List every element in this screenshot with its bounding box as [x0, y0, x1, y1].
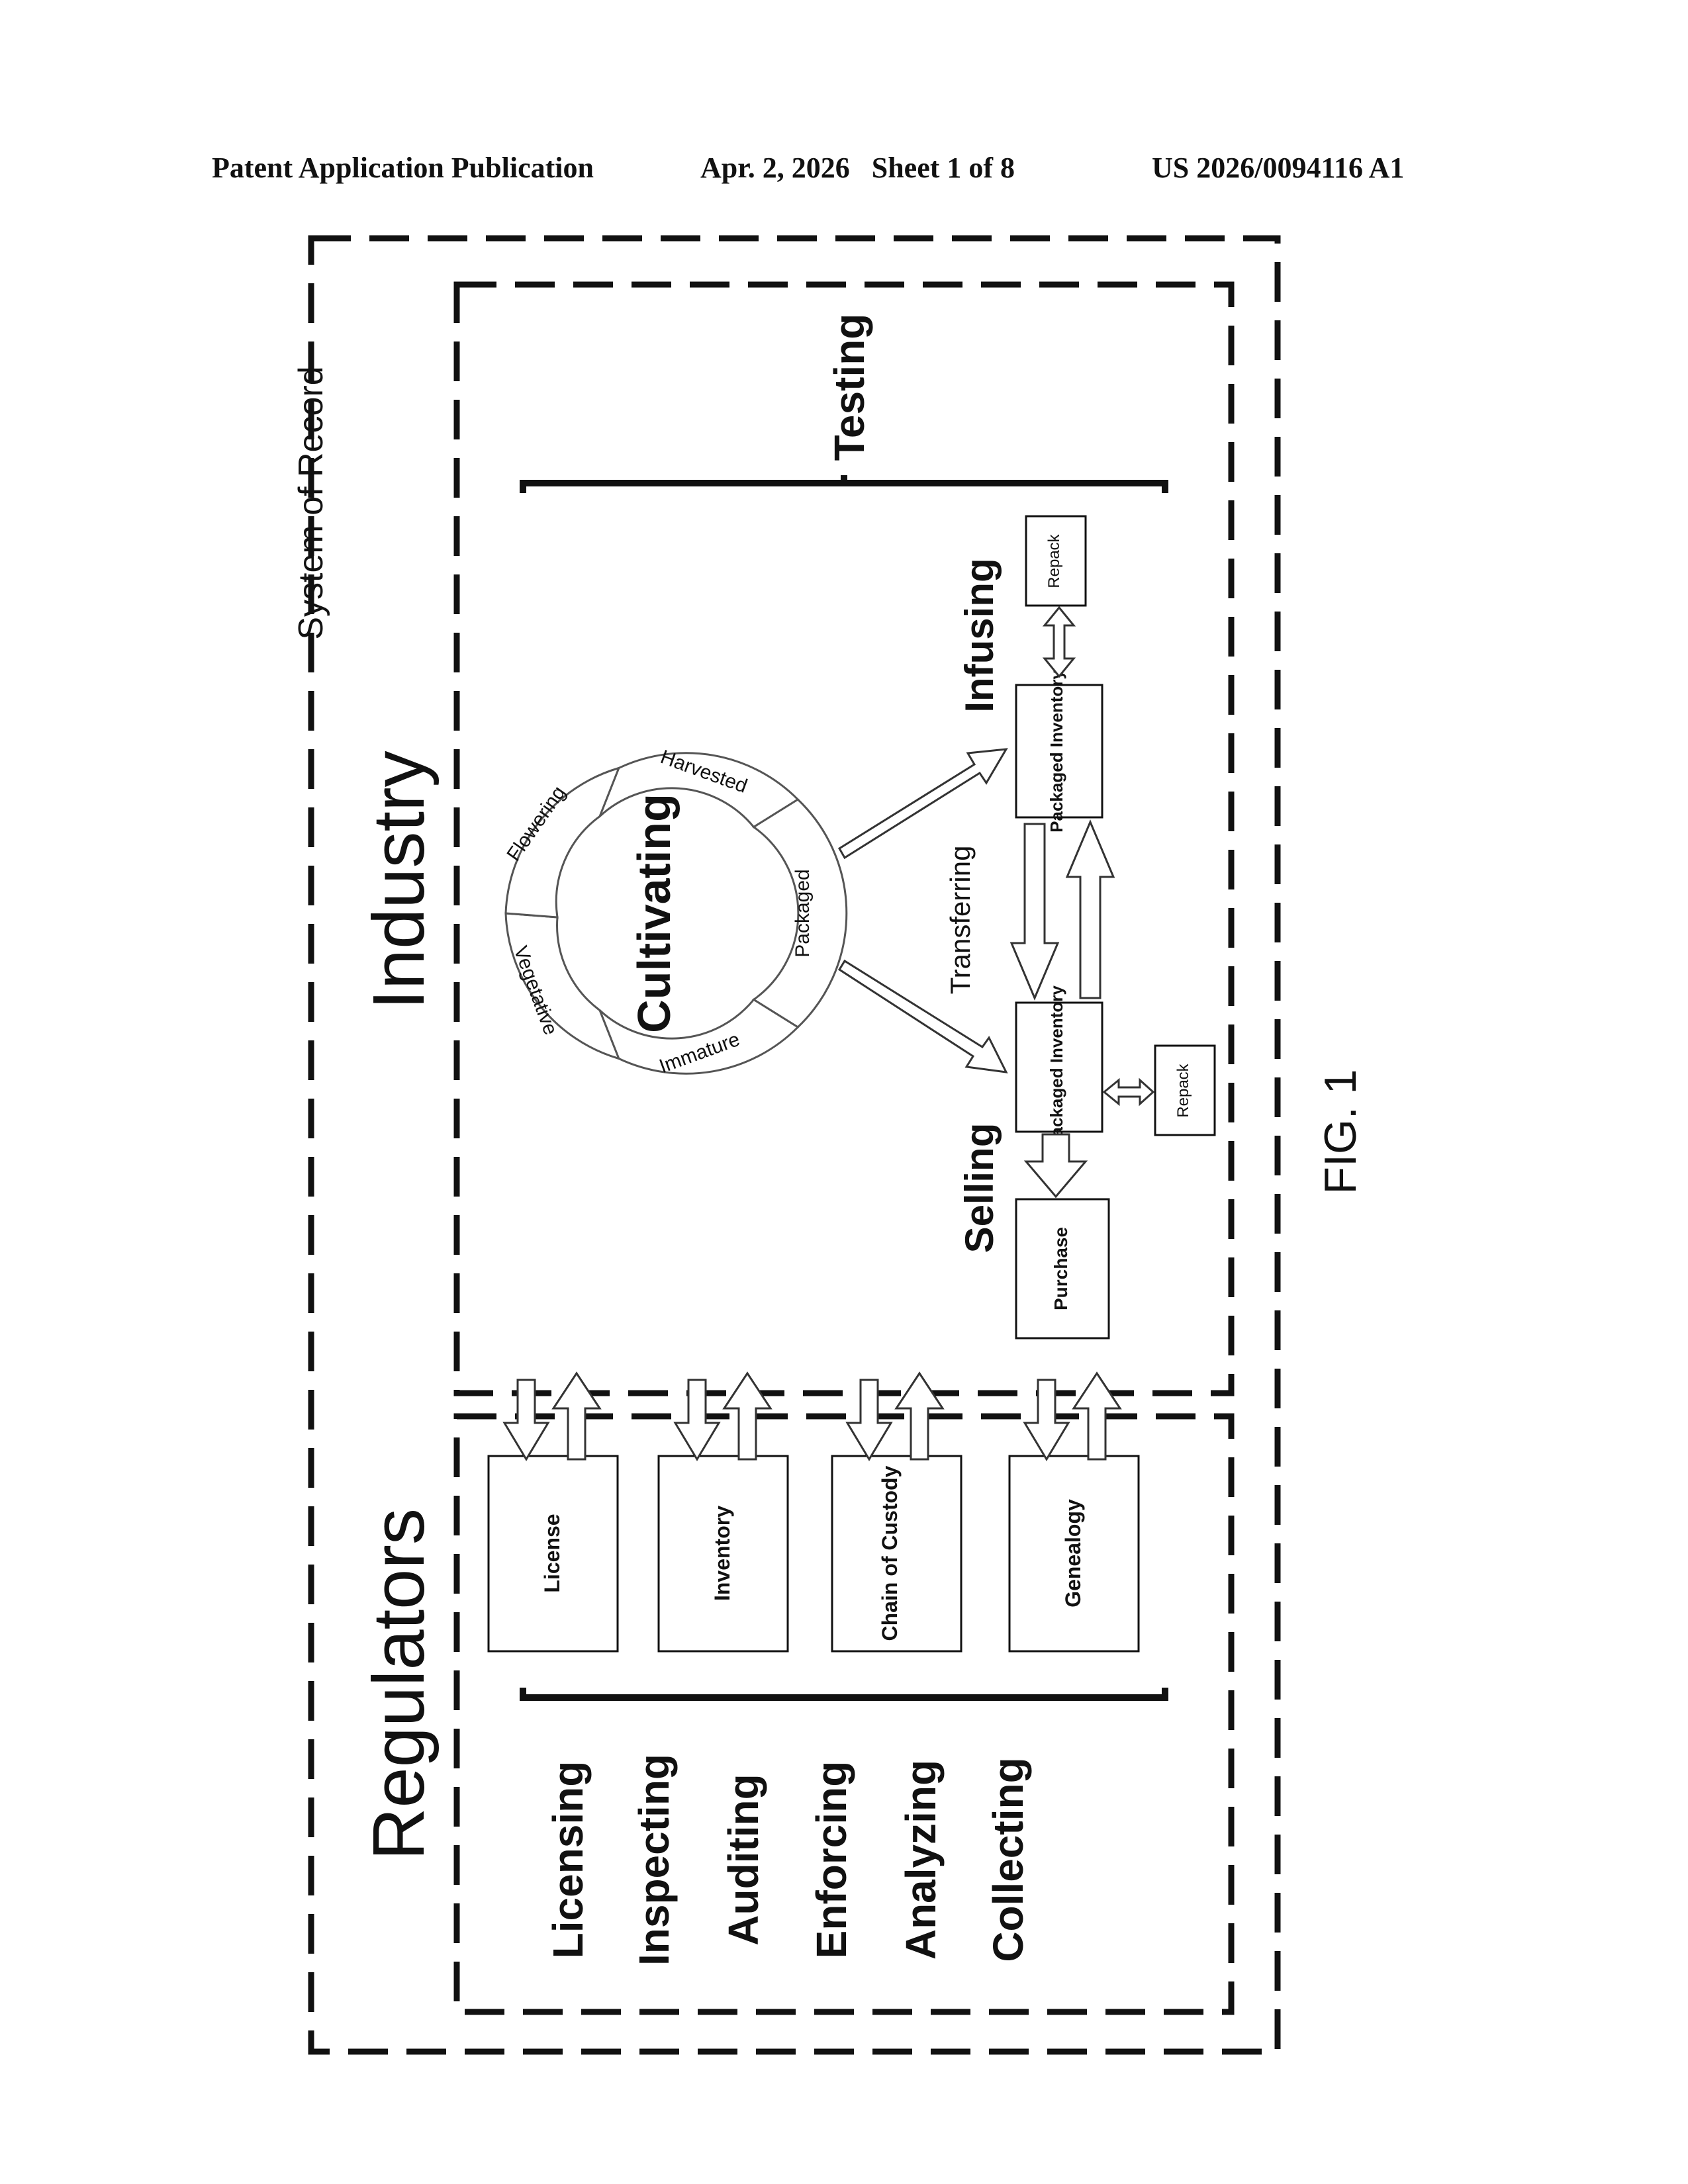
segment-label-packaged: Packaged [792, 869, 814, 957]
system-of-record-label: System of Record [292, 366, 330, 639]
function-auditing: Auditing [720, 1774, 767, 1945]
infusing-label: Infusing [957, 558, 1002, 712]
function-inspecting: Inspecting [630, 1754, 678, 1966]
infusing-repack-double-arrow [1045, 608, 1074, 676]
arrow-to-purchase [1026, 1134, 1086, 1197]
function-collecting: Collecting [984, 1757, 1032, 1962]
infusing-packaged-inventory-label: Packaged Inventory [1047, 670, 1066, 833]
selling-repack-double-arrow [1104, 1080, 1153, 1104]
regulators-bracket [523, 1688, 1165, 1698]
cultivating-label: Cultivating [628, 794, 680, 1033]
transfer-arrow-up [1067, 822, 1113, 998]
inventory-label: Inventory [710, 1506, 734, 1601]
industry-label: Industry [358, 751, 440, 1009]
infusing-repack-label: Repack [1045, 533, 1063, 588]
figure-caption: FIG. 1 [1315, 1069, 1366, 1195]
selling-repack-label: Repack [1174, 1063, 1192, 1117]
license-label: License [540, 1514, 564, 1592]
genealogy-label: Genealogy [1061, 1499, 1085, 1608]
transfer-arrow-down [1011, 824, 1058, 998]
testing-bracket [523, 475, 1165, 493]
purchase-label: Purchase [1051, 1227, 1071, 1310]
regulators-label: Regulators [358, 1508, 440, 1860]
function-analyzing: Analyzing [897, 1760, 945, 1960]
cultivating-ring: Cultivating Harvested Packaged Immature … [502, 746, 846, 1077]
selling-packaged-inventory-label: Packaged Inventory [1047, 985, 1066, 1148]
testing-label: Testing [825, 314, 873, 461]
chain-of-custody-label: Chain of Custody [878, 1465, 902, 1641]
chain-of-custody-text: Chain of Custody [878, 1465, 902, 1641]
function-licensing: Licensing [544, 1761, 592, 1959]
selling-label: Selling [957, 1123, 1002, 1253]
transferring-label: Transferring [945, 846, 976, 995]
arrow-to-infusing [839, 749, 1006, 858]
function-enforcing: Enforcing [808, 1761, 855, 1959]
system-of-record-boundary [311, 238, 1278, 2052]
arrow-to-selling [839, 961, 1006, 1072]
